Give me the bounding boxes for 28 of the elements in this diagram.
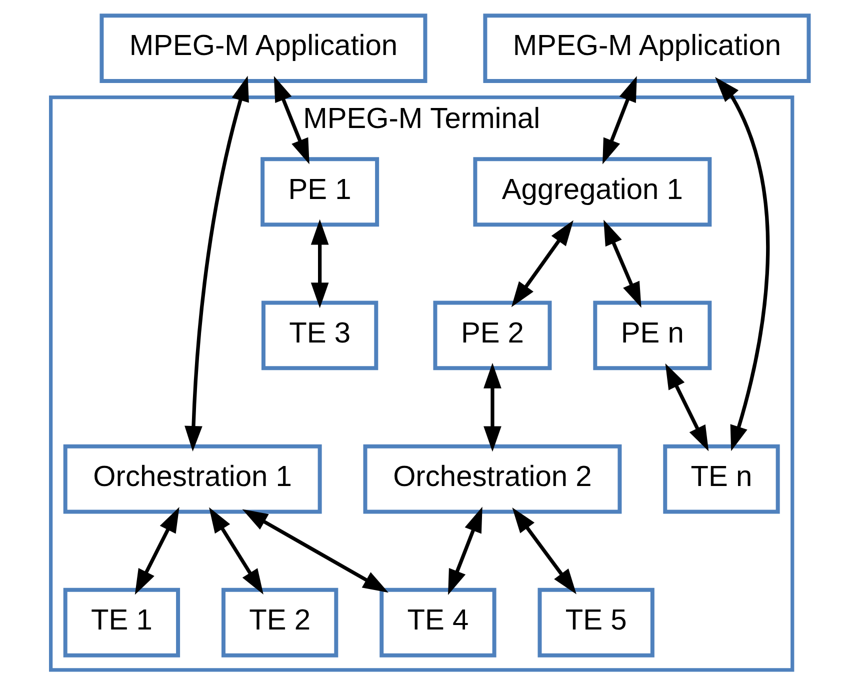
- arrow: [512, 508, 576, 594]
- node-box: MPEG-M Application: [483, 14, 811, 83]
- node-box: Aggregation 1: [473, 157, 712, 227]
- node-box: PE 2: [433, 300, 552, 370]
- arrow: [184, 76, 249, 452]
- arrow: [511, 220, 574, 308]
- arrow: [665, 363, 709, 452]
- node-box: TE 4: [380, 588, 496, 658]
- node-box: Orchestration 1: [63, 444, 322, 514]
- node-box: TE 1: [63, 588, 180, 658]
- node-box: TE 5: [538, 588, 654, 658]
- node-box: Orchestration 2: [363, 444, 622, 514]
- node-box: TE 2: [221, 588, 338, 658]
- arrow: [448, 506, 482, 595]
- node-box: TE n: [663, 444, 780, 514]
- arrow: [209, 507, 264, 595]
- node-box: MPEG-M Application: [100, 14, 428, 83]
- arrow: [602, 76, 637, 164]
- arrow: [274, 76, 310, 164]
- arrow: [715, 76, 770, 452]
- arrow: [484, 362, 502, 452]
- node-box: PE 1: [260, 157, 380, 227]
- node-box: TE 3: [261, 300, 378, 370]
- arrow: [134, 507, 180, 595]
- arrow: [310, 219, 329, 308]
- arrow: [242, 509, 388, 593]
- arrow: [604, 220, 642, 308]
- node-box: PE n: [593, 300, 712, 370]
